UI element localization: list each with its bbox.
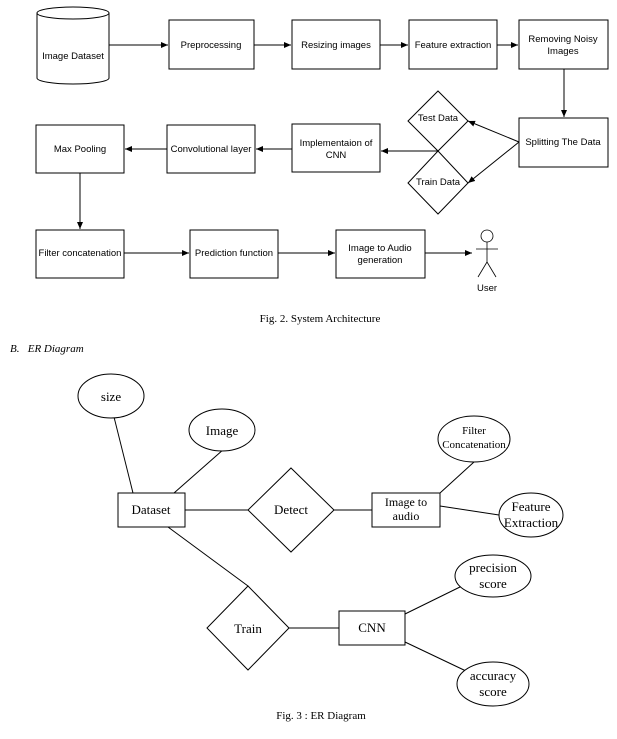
dataset-label: Dataset: [132, 502, 171, 517]
image-attribute: [188, 408, 256, 452]
cnn-label: CNN: [358, 620, 386, 635]
detect-relationship: [247, 467, 335, 553]
image-to-audio-entity: [371, 492, 441, 528]
fig2-caption: Fig. 2. System Architecture: [260, 313, 381, 325]
cnn-entity: [338, 610, 406, 646]
line-imageaudio-filter: [439, 461, 475, 494]
image-label: Image: [206, 423, 239, 438]
fig3-caption: Fig. 3 : ER Diagram: [276, 710, 366, 722]
feature-extraction-label: Feature extraction: [415, 40, 492, 51]
er-section-heading: B. ER Diagram: [10, 343, 84, 355]
precision-score-attribute: [454, 554, 532, 598]
user-actor-icon: [476, 229, 498, 278]
implementation-label-line1: Implementaion of: [300, 138, 373, 149]
arrow-splitting-to-test: [467, 120, 520, 143]
resizing-images-label: Resizing images: [301, 40, 371, 51]
size-label: size: [101, 389, 121, 404]
precision-label-line1: precision: [469, 560, 517, 575]
train-relationship: [206, 585, 290, 671]
arrow-splitting-to-train: [467, 141, 520, 184]
max-pooling-node: [35, 124, 125, 174]
splitting-data-node: [518, 117, 609, 168]
filter-concatenation-attribute: [437, 415, 511, 463]
prediction-function-node: [189, 229, 279, 279]
filter-concat-er-line2: Concatenation: [442, 439, 506, 451]
image-to-audio-label-line2: generation: [358, 255, 403, 266]
system-architecture-diagram: Image Dataset Preprocessing Resizing ima…: [35, 6, 609, 325]
image-to-audio-label-line1: Image to Audio: [348, 243, 411, 254]
filter-concatenation-node: [35, 229, 125, 279]
filter-concat-er-line1: Filter: [462, 425, 486, 437]
er-diagram: size Image Dataset Detect Image to audio…: [77, 373, 564, 722]
test-data-label: Test Data: [418, 113, 459, 124]
train-data-label: Train Data: [416, 177, 461, 188]
removing-noisy-images-node: [518, 19, 609, 70]
resizing-images-node: [291, 19, 381, 70]
image-to-audio-er-line2: audio: [393, 509, 420, 523]
filter-concatenation-label: Filter concatenation: [39, 248, 122, 259]
preprocessing-node: [168, 19, 255, 70]
removing-noisy-label-line1: Removing Noisy: [528, 34, 597, 45]
image-dataset-label: Image Dataset: [42, 51, 104, 62]
train-label: Train: [234, 621, 262, 636]
convolutional-layer-node: [166, 124, 256, 174]
train-data-node: [407, 150, 469, 215]
feature-extraction-attribute: [498, 492, 564, 538]
implementation-label-line2: CNN: [326, 150, 347, 161]
image-to-audio-er-line1: Image to: [385, 495, 427, 509]
accuracy-label-line1: accuracy: [470, 668, 517, 683]
prediction-function-label: Prediction function: [195, 248, 273, 259]
convolutional-layer-label: Convolutional layer: [171, 144, 252, 155]
feature-extraction-node: [408, 19, 498, 70]
preprocessing-label: Preprocessing: [181, 40, 242, 51]
max-pooling-label: Max Pooling: [54, 144, 106, 155]
line-size-dataset: [112, 412, 134, 494]
removing-noisy-label-line2: Images: [547, 46, 578, 57]
line-cnn-precision: [404, 585, 463, 615]
line-dataset-train: [167, 526, 249, 587]
splitting-data-label: Splitting The Data: [525, 137, 601, 148]
feature-extraction-er-line2: Extraction: [504, 515, 559, 530]
image-to-audio-node: [335, 229, 426, 279]
line-cnn-accuracy: [404, 641, 467, 672]
accuracy-score-attribute: [456, 661, 530, 707]
feature-extraction-er-line1: Feature: [512, 499, 551, 514]
user-label: User: [477, 283, 497, 294]
dataset-entity: [117, 492, 186, 528]
accuracy-label-line2: score: [479, 684, 507, 699]
line-image-dataset: [173, 448, 225, 494]
line-imageaudio-feature: [439, 505, 500, 516]
image-dataset-node: Image Dataset: [36, 6, 110, 85]
size-attribute: [77, 373, 145, 419]
detect-label: Detect: [274, 502, 308, 517]
implementation-cnn-node: [291, 123, 381, 173]
precision-label-line2: score: [479, 576, 507, 591]
